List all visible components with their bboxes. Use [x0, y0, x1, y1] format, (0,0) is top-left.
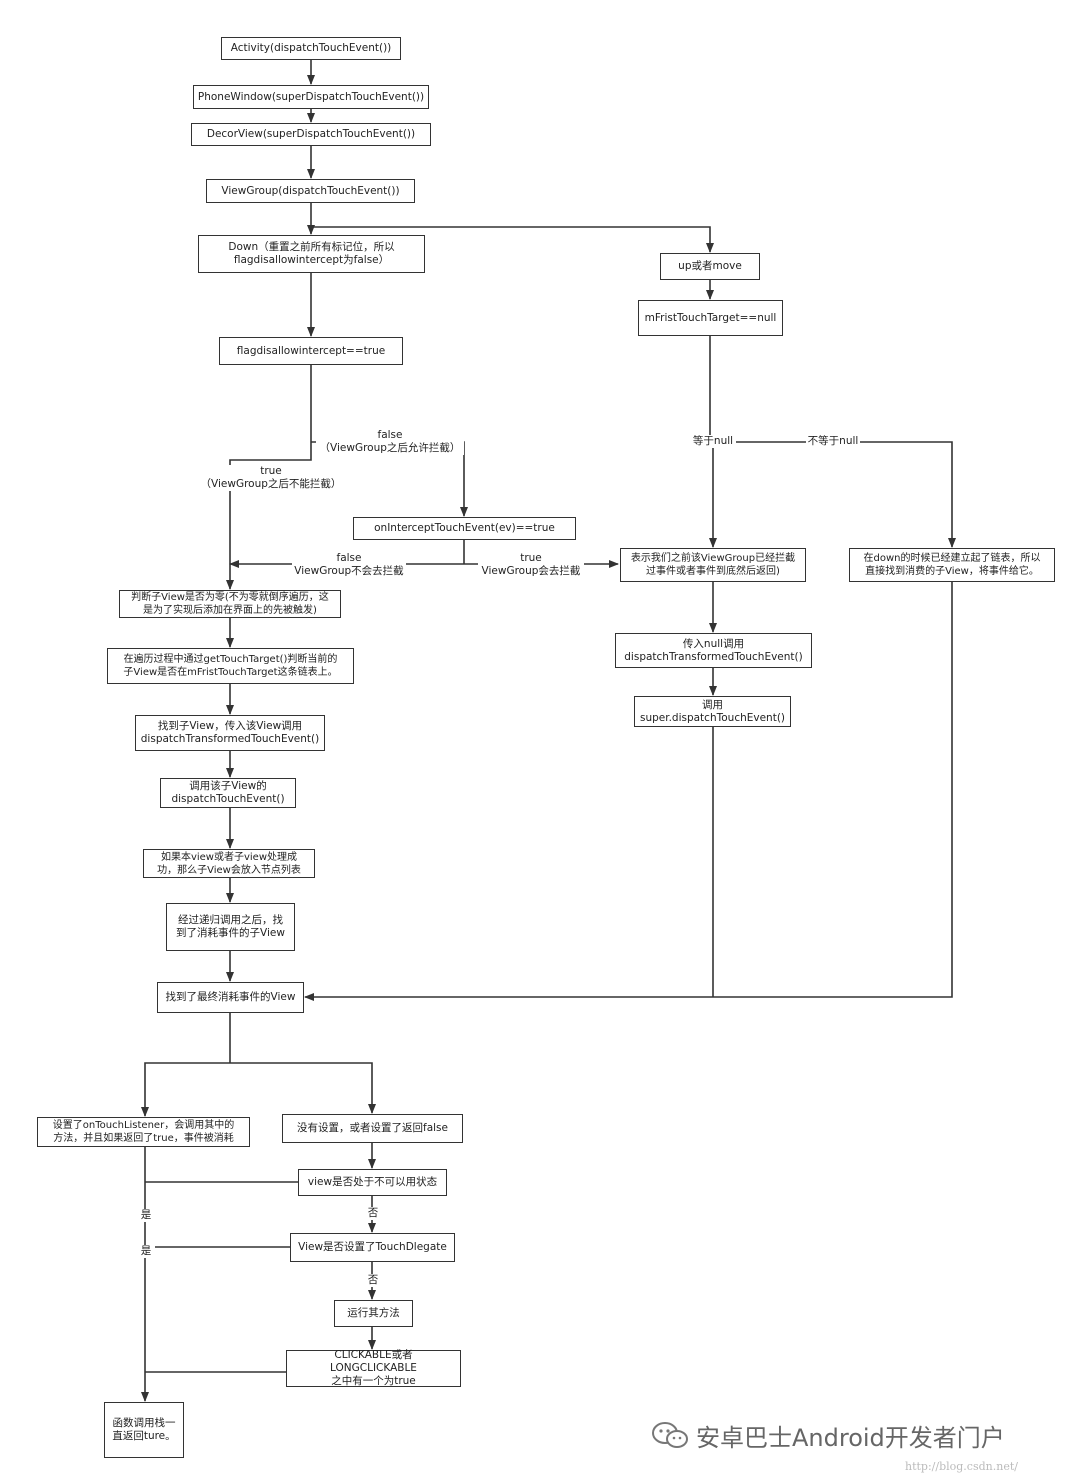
child-count-node: 判断子View是否为零(不为零就倒序遍历，这 是为了实现后添加在界面上的先被触发…	[119, 590, 341, 618]
edge-not-equals-null	[710, 441, 956, 548]
recursion-node: 经过递归调用之后，找 到了消耗事件的子View	[166, 903, 295, 951]
edge-viewgroup-upmove	[311, 226, 714, 253]
watermark-brand: 安卓巴士Android开发者门户	[650, 1418, 1005, 1452]
edge-label-no-1: 否	[364, 1207, 382, 1220]
up-or-move-node: up或者move	[660, 253, 760, 280]
wechat-icon	[652, 1422, 688, 1448]
edge-final-listener	[141, 1062, 230, 1117]
flag-check-node: flagdisallowintercept==true	[219, 337, 403, 365]
chain-found-node: 在down的时候已经建立起了链表，所以 直接找到消费的子View，将事件给它。	[849, 548, 1055, 582]
pass-null-node: 传入null调用 dispatchTransformedTouchEvent()	[615, 633, 812, 668]
view-group-node: ViewGroup(dispatchTouchEvent())	[206, 179, 415, 203]
edge-flagcheck-true	[226, 442, 312, 590]
touch-delegate-node: View是否设置了TouchDlegate	[290, 1233, 455, 1262]
no-listener-node: 没有设置，或者设置了返回false	[282, 1114, 463, 1143]
run-method-node: 运行其方法	[334, 1300, 413, 1327]
clickable-node: CLICKABLE或者LONGCLICKABLE 之中有一个为true	[286, 1349, 461, 1387]
return-true-node: 函数调用栈一 直返回ture。	[104, 1402, 184, 1458]
edge-equals-null	[709, 441, 717, 548]
edge-label-true-intercept: true ViewGroup会去拦截	[478, 552, 584, 578]
final-view-node: 找到了最终消耗事件的View	[157, 982, 304, 1013]
edge-label-false-allow: false （ViewGroup之后允许拦截）	[316, 429, 464, 455]
edge-label-true-no-intercept: true （ViewGroup之后不能拦截）	[196, 465, 346, 491]
first-touch-target-node: mFristTouchTarget==null	[638, 300, 783, 336]
decor-view-node: DecorView(superDispatchTouchEvent())	[191, 123, 431, 146]
edge-label-equals-null: 等于null	[690, 435, 736, 448]
handled-node: 如果本view或者子view处理成 功，那么子View会放入节点列表	[143, 849, 315, 878]
on-intercept-node: onInterceptTouchEvent(ev)==true	[353, 517, 576, 540]
on-touch-listener-node: 设置了onTouchListener，会调用其中的 方法，并且如果返回了true…	[37, 1117, 250, 1147]
edge-label-yes-2: 是	[137, 1245, 155, 1258]
edge-final-nolistener	[230, 1062, 376, 1114]
activity-node: Activity(dispatchTouchEvent())	[221, 37, 401, 60]
phone-window-node: PhoneWindow(superDispatchTouchEvent())	[193, 85, 429, 109]
edge-chain-final	[304, 582, 953, 1001]
call-child-node: 调用该子View的 dispatchTouchEvent()	[160, 778, 296, 808]
edge-label-false-not-intercept: false ViewGroup不会去拦截	[292, 552, 406, 578]
get-touch-target-node: 在遍历过程中通过getTouchTarget()判断当前的 子View是否在mF…	[107, 648, 354, 684]
watermark-brand-text: 安卓巴士Android开发者门户	[696, 1423, 1005, 1452]
edge-label-yes-1: 是	[137, 1209, 155, 1222]
find-child-node: 找到子View，传入该View调用 dispatchTransformedTou…	[135, 715, 325, 751]
view-disabled-node: view是否处于不可以用状态	[298, 1169, 447, 1196]
super-dispatch-node: 调用 super.dispatchTouchEvent()	[634, 696, 791, 727]
edge-label-no-2: 否	[364, 1274, 382, 1287]
watermark-url: http://blog.csdn.net/	[905, 1460, 1018, 1473]
down-node: Down（重置之前所有标记位，所以 flagdisallowintercept为…	[198, 235, 425, 273]
intercepted-node: 表示我们之前该ViewGroup已经拦截 过事件或者事件到底然后返回)	[620, 548, 806, 582]
edge-label-not-equals-null: 不等于null	[806, 435, 860, 448]
